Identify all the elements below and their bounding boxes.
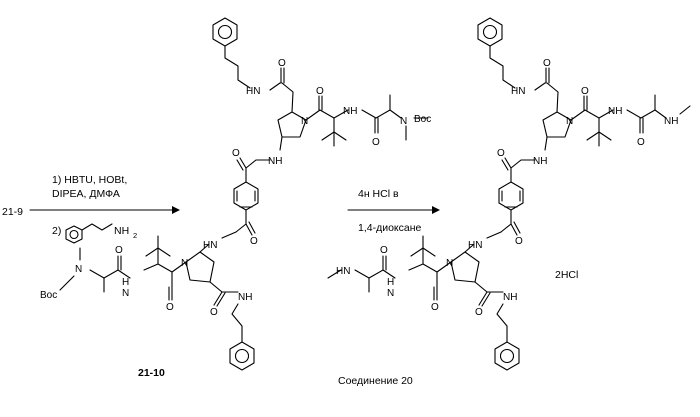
atom-label: O [380,245,388,256]
atom-label: O [210,307,218,318]
reaction-arrow-1 [30,206,180,214]
atom-label: NH [343,106,357,117]
atom-label: O [637,137,645,148]
atom-label: H [122,277,129,288]
atom-label: N [446,258,453,269]
reaction-arrow-2 [348,206,440,214]
atom-label: N [301,116,308,127]
atom-label: HN [336,266,350,277]
atom-label: N [387,288,394,299]
atom-label: O [316,86,324,97]
product-salt-label: 2HCl [555,269,578,281]
atom-label: O [515,236,523,247]
atom-label: O [278,58,286,69]
step1-reagent-amine: NH [114,225,129,237]
atom-label: NH [533,156,547,167]
atom-label: O [581,86,589,97]
phenethylamine-reagent [66,224,112,243]
atom-label: NH [664,116,678,127]
intermediate-label: 21-10 [138,367,165,379]
step1-line3-prefix: 2) [52,225,61,237]
atom-label: O [166,302,174,313]
atom-label: NH [503,292,517,303]
atom-label: NH [238,292,252,303]
atom-label: H [387,277,394,288]
atom-label: N [181,258,188,269]
step1-reagent-subscript: 2 [133,231,137,240]
step2-line2: 1,4-диоксане [358,222,422,234]
atom-label: N [400,116,407,127]
step2-line1: 4н HCl в [358,188,399,200]
atom-label: N [566,116,573,127]
atom-label: O [497,148,505,159]
atom-label: Boc [40,290,57,301]
atom-label: O [250,236,258,247]
atom-label: NH [608,106,622,117]
product-compound-label: Соединение 20 [338,375,413,387]
atom-label: HN [468,240,482,251]
atom-label: N [122,288,129,299]
step1-line2: DIPEA, ДМФА [52,188,120,200]
step1-line1: 1) HBTU, HOBt, [52,174,127,186]
atom-label: O [115,245,123,256]
atom-label: Boc [414,114,431,125]
atom-label: O [543,58,551,69]
atom-label: HN [203,240,217,251]
starting-material-label: 21-9 [2,206,23,218]
atom-label: O [431,302,439,313]
atom-label: N [75,264,82,275]
atom-label: NH [268,156,282,167]
atom-label: O [372,137,380,148]
atom-label: O [475,307,483,318]
atom-label: O [232,148,240,159]
atom-label: HN [246,86,260,97]
atom-label: HN [511,86,525,97]
